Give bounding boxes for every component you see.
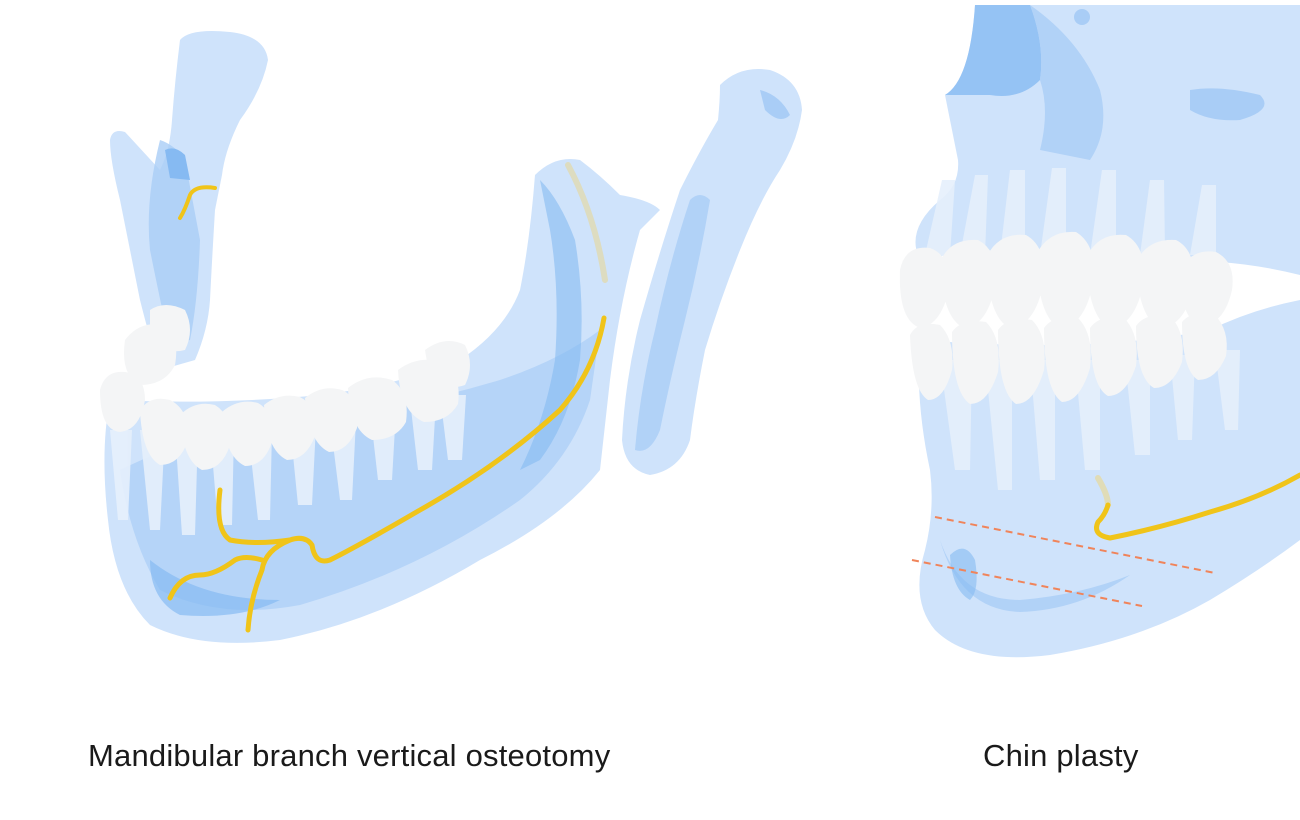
- mandible-bone-icon: [100, 31, 802, 643]
- far-ramus-shade: [148, 140, 200, 345]
- teeth: [100, 305, 470, 470]
- panel-caption-osteotomy: Mandibular branch vertical osteotomy: [88, 738, 611, 773]
- teeth: [899, 231, 1233, 404]
- nerve-path-icon: [167, 162, 608, 633]
- osteotomy-cut-line-icon: [911, 516, 1216, 607]
- nerve-path-icon: [1094, 472, 1300, 541]
- mandible-osteotomy-illustration: [100, 31, 802, 643]
- panel-caption-chin-plasty: Chin plasty: [983, 738, 1139, 773]
- chin-plasty-illustration: [880, 0, 1300, 700]
- skull-jaw-icon: [899, 5, 1300, 658]
